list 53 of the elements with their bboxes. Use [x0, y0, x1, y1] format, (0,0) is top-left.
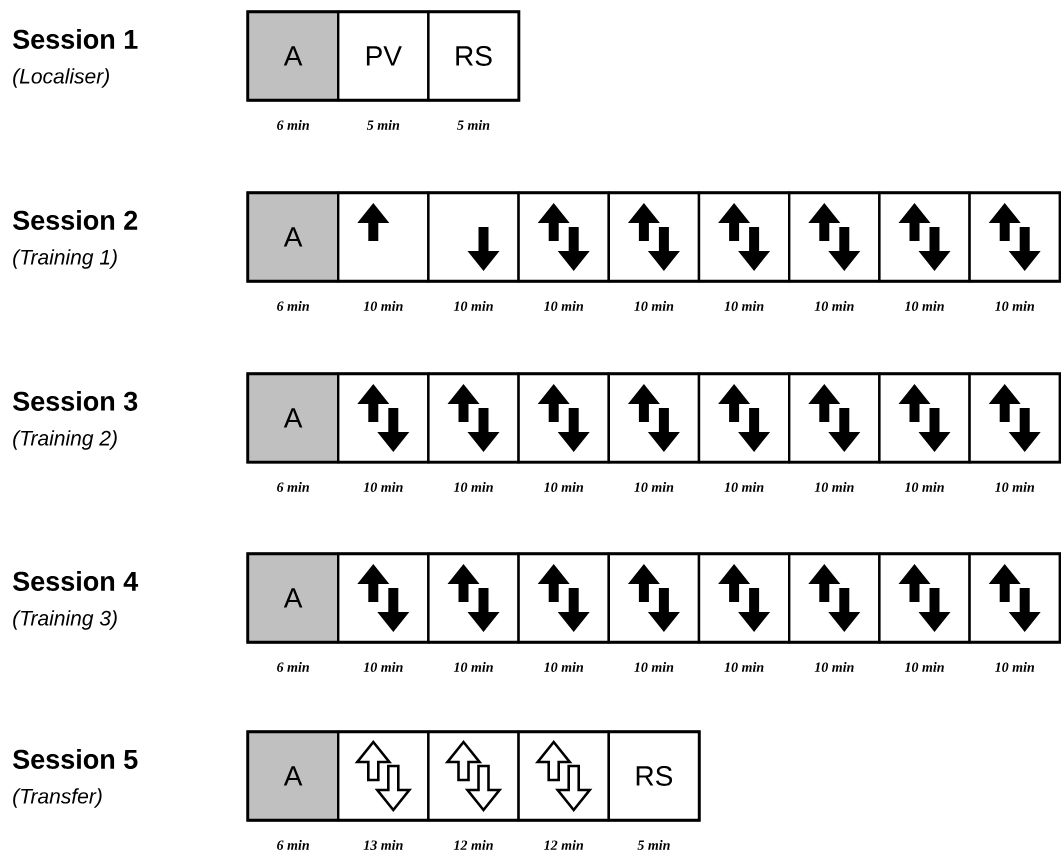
session-subtitle: (Localiser): [13, 68, 109, 88]
duration-label: 10 min: [904, 301, 944, 311]
duration-label: 10 min: [724, 482, 764, 492]
duration-label: 5 min: [366, 120, 400, 130]
duration-label: 13 min: [363, 840, 403, 850]
session-title: Session 1: [13, 29, 138, 49]
task-cell: A: [246, 10, 340, 102]
duration-label: 10 min: [814, 482, 854, 492]
session-title: Session 3: [13, 391, 138, 411]
duration-label: 10 min: [724, 662, 764, 672]
session-subtitle: (Transfer): [13, 788, 102, 808]
duration-label: 10 min: [544, 301, 584, 311]
duration-label: 10 min: [453, 482, 493, 492]
duration-label: 10 min: [363, 662, 403, 672]
task-cell: A: [246, 552, 340, 644]
duration-label: 6 min: [277, 840, 309, 850]
duration-label: 6 min: [277, 482, 309, 492]
task-cell: RS: [427, 10, 520, 102]
duration-label: 12 min: [544, 840, 584, 850]
duration-label: 10 min: [544, 482, 584, 492]
duration-label: 10 min: [634, 301, 674, 311]
duration-label: 10 min: [363, 301, 403, 311]
duration-label: 10 min: [453, 301, 493, 311]
duration-label: 10 min: [995, 662, 1035, 672]
task-cell: A: [246, 191, 340, 283]
duration-label: 12 min: [453, 840, 493, 850]
session-subtitle: (Training 2): [13, 430, 117, 450]
session-title: Session 5: [13, 749, 138, 769]
task-cell: A: [246, 730, 340, 822]
duration-label: 10 min: [995, 482, 1035, 492]
task-cell: A: [246, 372, 340, 464]
duration-label: 6 min: [277, 662, 309, 672]
duration-label: 10 min: [634, 482, 674, 492]
duration-label: 10 min: [814, 301, 854, 311]
session-subtitle: (Training 1): [13, 249, 117, 269]
session-title: Session 4: [13, 571, 139, 591]
duration-label: 10 min: [363, 482, 403, 492]
session-subtitle: (Training 3): [13, 610, 117, 630]
duration-label: 10 min: [634, 662, 674, 672]
duration-label: 10 min: [453, 662, 493, 672]
duration-label: 10 min: [995, 301, 1035, 311]
duration-label: 10 min: [904, 482, 944, 492]
task-cell: PV: [337, 10, 430, 102]
duration-label: 6 min: [277, 120, 309, 130]
duration-label: 10 min: [544, 662, 584, 672]
duration-label: 10 min: [814, 662, 854, 672]
duration-label: 6 min: [277, 301, 309, 311]
duration-label: 5 min: [637, 840, 670, 850]
duration-label: 5 min: [457, 120, 490, 130]
task-cell: RS: [607, 730, 701, 822]
duration-label: 10 min: [724, 301, 764, 311]
duration-label: 10 min: [904, 662, 944, 672]
session-title: Session 2: [13, 210, 138, 230]
